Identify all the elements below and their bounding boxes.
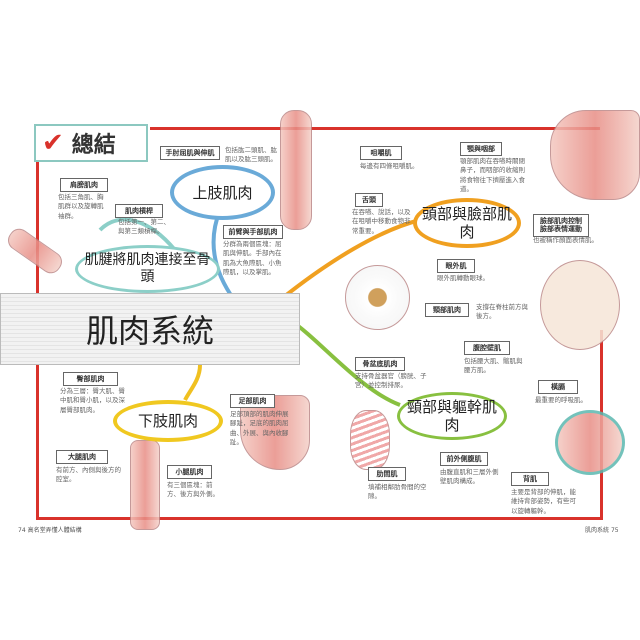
- desc-shoulder-muscles: 包括三角肌、胸肌群以及旋轉肌袖群。: [58, 193, 104, 220]
- chapter-footer-title: 肌肉系統: [585, 527, 610, 534]
- desc-anterolateral-abdominal: 由腹直肌和三層外側壁肌肉構成。: [440, 468, 499, 486]
- desc-muscle-levers: 包括第一、第二、與第三類槓桿。: [118, 218, 170, 236]
- label-abdominal-wall: 腹腔壁肌: [464, 341, 510, 356]
- desc-abdominal-wall: 包括腰大肌、髂肌與腰方肌。: [464, 357, 523, 375]
- summary-label: ✔ 總結: [34, 124, 148, 162]
- label-extraocular: 眼外肌: [437, 259, 475, 274]
- face-illustration: [540, 260, 620, 350]
- label-shoulder-muscles: 肩膀肌肉: [60, 178, 108, 193]
- page-number-right: 75: [610, 527, 619, 534]
- footer-left: 74 高名堂弄懂人體結構: [18, 525, 82, 534]
- trunk-section-illustration: [555, 410, 625, 475]
- leg-illustration: [130, 440, 160, 530]
- desc-elbow-muscles: 包括肱二頭肌、肱肌以及肱三頭肌。: [225, 146, 277, 164]
- label-gluteal: 臀部肌肉: [63, 372, 118, 387]
- forearm-illustration: [280, 110, 312, 230]
- desc-foot-muscles: 足部頂部的肌肉伸展腳趾，足底的肌肉屈曲、外展、與內收腳趾。: [230, 410, 289, 447]
- desc-leg-muscles: 有三個區塊：前方、後方與外側。: [167, 481, 219, 499]
- desc-thigh-muscles: 有前方、內側與後方的腔室。: [56, 466, 121, 484]
- hub-tendon: 肌腱將肌肉連接至骨頭: [75, 245, 220, 293]
- desc-pelvic-floor: 支持骨盆器官（膀胱、子宮）並控制排尿。: [355, 372, 427, 390]
- label-thigh-muscles: 大腿肌肉: [56, 450, 108, 465]
- hub-upper-limb: 上肢肌肉: [170, 165, 275, 220]
- desc-intercostal: 填補相鄰肋骨間的空隙。: [368, 483, 427, 501]
- label-back-muscles: 背肌: [511, 472, 549, 487]
- label-neck-muscles: 頸部肌肉: [425, 303, 469, 318]
- ribs-illustration: [350, 410, 390, 470]
- hub-neck-trunk: 頸部與軀幹肌肉: [397, 392, 507, 440]
- label-leg-muscles: 小腿肌肉: [167, 465, 212, 480]
- footer-right: 肌肉系統 75: [585, 525, 619, 534]
- page-number-left: 74: [18, 527, 26, 534]
- book-title: 高名堂弄懂人體結構: [27, 527, 82, 534]
- hub-lower-limb: 下肢肌肉: [113, 400, 223, 442]
- label-facial-expression: 臉部肌肉控制臉部表情運動: [533, 214, 589, 237]
- label-diaphragm: 橫膈: [538, 380, 578, 395]
- summary-title: 總結: [71, 133, 116, 158]
- desc-neck-muscles: 支撐在脊柱前方與後方。: [476, 303, 528, 321]
- label-pelvic-floor: 骨盆底肌肉: [355, 357, 405, 372]
- checkmark-icon: ✔: [42, 128, 64, 158]
- frame-bottom: [36, 517, 601, 520]
- chapter-banner: 肌肉系統: [0, 293, 300, 365]
- desc-facial-expression: 也被稱作顏面表情肌。: [533, 236, 598, 244]
- desc-extraocular: 眼外肌轉動眼球。: [437, 274, 489, 282]
- label-intercostal: 肋間肌: [368, 467, 406, 482]
- label-muscle-levers: 肌肉槓桿: [115, 204, 163, 219]
- desc-gluteal: 分為三層：臀大肌、臀中肌和臀小肌，以及深層臀部肌肉。: [60, 387, 125, 414]
- label-forearm-hand: 前臂與手部肌肉: [223, 225, 283, 240]
- label-elbow-muscles: 手肘屈肌與伸肌: [160, 146, 220, 161]
- frame-top: [150, 127, 600, 130]
- label-masticatory: 咀嚼肌: [360, 146, 402, 161]
- chapter-title: 肌肉系統: [85, 312, 214, 350]
- head-section-illustration: [550, 110, 640, 200]
- desc-palate-pharynx: 顎部肌肉在吞嚥時關閉鼻子，而咽部的收縮則將食物往下擠壓進入食道。: [460, 157, 525, 194]
- desc-masticatory: 每邊有四條咀嚼肌。: [360, 162, 419, 170]
- desc-forearm-hand: 分群為兩個區塊：屈肌與伸肌。手部內在肌為大魚際肌、小魚際肌，以及掌肌。: [223, 240, 282, 277]
- desc-diaphragm: 最重要的呼吸肌。: [535, 396, 587, 404]
- label-tongue: 舌頭: [355, 193, 383, 208]
- label-anterolateral-abdominal: 前外側腹肌: [440, 452, 488, 467]
- eye-illustration: [345, 265, 410, 330]
- desc-tongue: 在吞嚥、說話，以及在咀嚼中移動食物非常重要。: [352, 208, 411, 235]
- hub-head-face: 頭部與臉部肌肉: [413, 198, 521, 248]
- label-palate-pharynx: 顎與咽部: [460, 142, 502, 157]
- desc-back-muscles: 主要是背部的伸肌，能維持背部姿勢，有些可以旋轉軀幹。: [511, 488, 576, 515]
- label-foot-muscles: 足部肌肉: [230, 394, 275, 409]
